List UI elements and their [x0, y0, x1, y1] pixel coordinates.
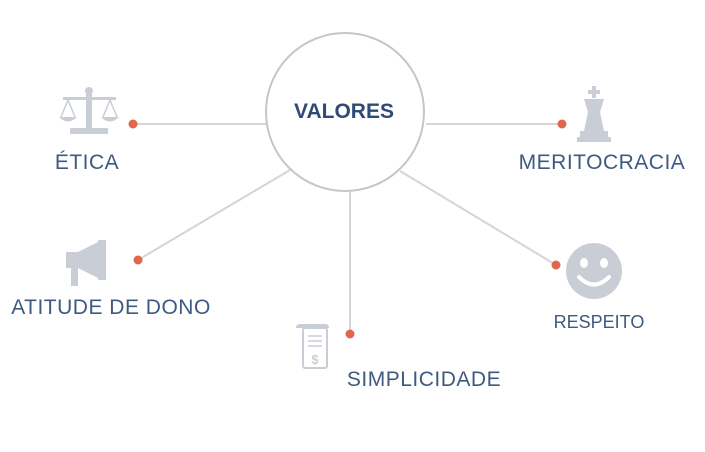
document-dollar-icon: $ [296, 324, 329, 369]
label-respeito: RESPEITO [553, 312, 645, 332]
label-atitude: ATITUDE DE DONO [11, 296, 211, 319]
dot-simplicidade [345, 329, 355, 339]
dot-meritocracia [557, 119, 567, 129]
label-simplicidade: SIMPLICIDADE [346, 368, 502, 391]
connector-atitude [137, 169, 291, 261]
dot-respeito [551, 260, 561, 270]
scales-icon [59, 87, 119, 134]
dot-etica [128, 119, 138, 129]
label-etica: ÉTICA [54, 151, 120, 174]
center-circle [265, 32, 425, 192]
svg-text:$: $ [311, 352, 319, 367]
center-label: VALORES [294, 100, 394, 123]
smiley-icon [566, 243, 622, 299]
label-meritocracia: MERITOCRACIA [518, 151, 686, 174]
chess-king-icon [577, 86, 611, 142]
dot-atitude [133, 255, 143, 265]
megaphone-icon [66, 240, 106, 286]
connector-respeito [399, 170, 557, 266]
